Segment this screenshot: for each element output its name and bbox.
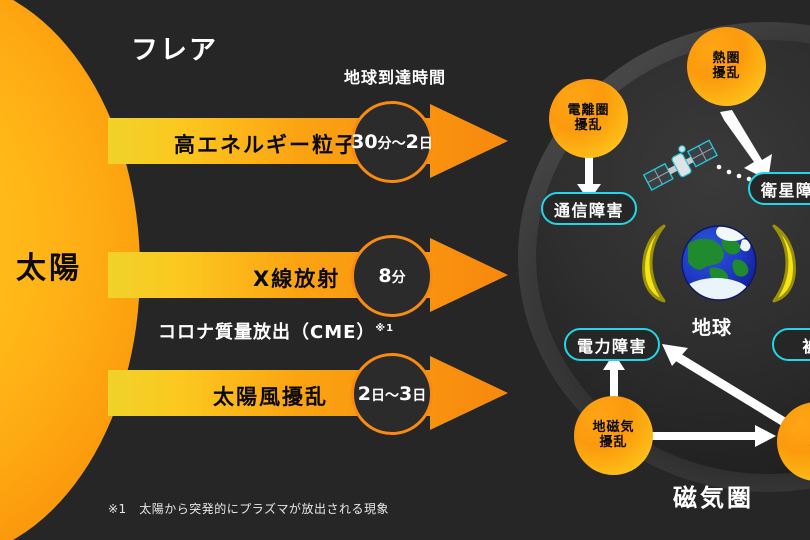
node-thermosphere-disturbance[interactable]: 熱圏 擾乱 xyxy=(687,27,766,106)
time-badge-xray: 8分 xyxy=(351,235,433,317)
time-badge-solar-wind: 2日〜3日 xyxy=(351,353,433,435)
effect-label: 衛星障害 xyxy=(760,180,810,200)
arrow-geomagnetic-to-power xyxy=(603,353,625,404)
node-ionosphere-disturbance[interactable]: 電離圏 擾乱 xyxy=(549,79,628,158)
effect-label: 電力障害 xyxy=(576,336,647,356)
time-value-2: 3 xyxy=(399,383,413,405)
time-unit-2: 日 xyxy=(412,388,427,404)
effect-power-failure[interactable]: 電力障害 xyxy=(564,328,660,361)
time-badge-high-energy-particles: 30分〜2日 xyxy=(351,101,433,183)
node-line-1: 熱圏 xyxy=(712,50,741,66)
effect-communication-failure[interactable]: 通信障害 xyxy=(541,192,637,225)
time-value: 30 xyxy=(351,131,378,153)
arrow-label-solar-wind: 太陽風擾乱 xyxy=(213,385,328,409)
node-line-2: 擾乱 xyxy=(574,117,603,133)
radiation-belt-right-icon xyxy=(772,224,796,303)
node-line-1: 地磁気 xyxy=(592,419,635,435)
cme-footnote-marker: ※1 xyxy=(375,323,395,334)
effect-satellite-failure[interactable]: 衛星障害 xyxy=(748,172,810,205)
earth-icon xyxy=(681,225,757,301)
node-line-1: 電離圏 xyxy=(567,102,610,118)
arrow-label-xray: X線放射 xyxy=(253,267,341,291)
time-unit: 分〜 xyxy=(377,136,406,152)
arrow-thermosphere-to-satellite xyxy=(720,110,772,180)
sun-label: 太陽 xyxy=(16,251,82,286)
arrow-aurora-to-radiation xyxy=(662,344,798,432)
node-line-2: 擾乱 xyxy=(599,434,628,450)
effect-radiation-exposure[interactable]: 被曝 xyxy=(772,328,810,361)
arrow-label-high-energy-particles: 高エネルギー粒子 xyxy=(174,133,358,157)
effect-label: 通信障害 xyxy=(553,200,624,220)
time-unit-2: 日 xyxy=(418,136,433,152)
flare-label: フレア xyxy=(131,35,218,66)
arrow-geomagnetic-to-aurora xyxy=(651,425,776,447)
node-line-2: 擾乱 xyxy=(712,65,741,81)
node-geomagnetic-disturbance[interactable]: 地磁気 擾乱 xyxy=(574,396,653,475)
magnetosphere-label: 磁気圏 xyxy=(673,484,754,512)
arrow-ionosphere-to-communication xyxy=(577,150,601,201)
cme-text: コロナ質量放出（CME） xyxy=(158,322,376,343)
time-value: 2 xyxy=(357,383,371,405)
cme-label: コロナ質量放出（CME）※1 xyxy=(158,318,394,344)
time-unit: 分 xyxy=(391,270,406,286)
effect-label: 被曝 xyxy=(802,333,810,357)
arrival-time-header: 地球到達時間 xyxy=(344,68,447,87)
time-value-2: 2 xyxy=(405,131,419,153)
time-value: 8 xyxy=(378,265,392,287)
time-unit: 日〜 xyxy=(371,388,399,404)
earth-label: 地球 xyxy=(692,317,733,339)
footnote: ※1 太陽から突発的にプラズマが放出される現象 xyxy=(108,502,389,516)
satellite-icon xyxy=(642,139,719,191)
radiation-belt-left-icon xyxy=(642,224,666,303)
